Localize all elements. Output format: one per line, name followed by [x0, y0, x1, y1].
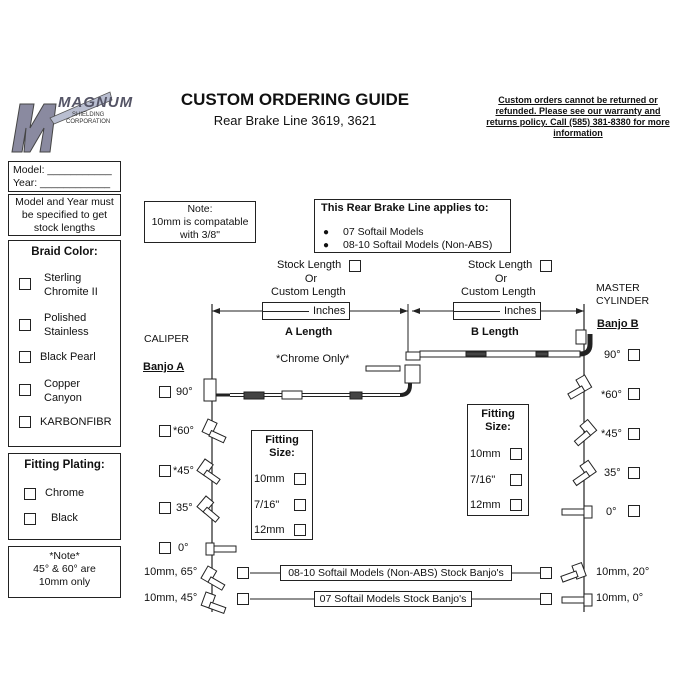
banjo-b-fittings — [560, 374, 598, 607]
banjo-a-0-checkbox[interactable] — [159, 542, 171, 554]
fitting-b-12mm-checkbox[interactable] — [510, 499, 522, 511]
model-year-note: Model and Year must be specified to get … — [8, 194, 121, 236]
chrome-only-note: *Chrome Only* — [276, 353, 350, 365]
fitting-b-10mm-checkbox[interactable] — [510, 448, 522, 460]
banjo-a-60-checkbox[interactable] — [159, 425, 171, 437]
b-length-label: B Length — [471, 326, 519, 338]
stock-row-1-right-checkbox[interactable] — [540, 567, 552, 579]
stock-row-2-label-box: 07 Softail Models Stock Banjo's — [314, 591, 472, 607]
stock-row-2-left: 10mm, 45° — [144, 592, 198, 604]
hose-b-drawing — [405, 329, 593, 361]
banjo-a-35-checkbox[interactable] — [159, 502, 171, 514]
model-field[interactable]: Model: ___________ — [13, 164, 112, 176]
a-length-label: A Length — [285, 326, 333, 338]
logo-line2: CORPORATION — [66, 119, 111, 125]
logo-wordmark: MAGNUM — [58, 94, 134, 111]
banjo-b-title: Banjo B — [597, 318, 639, 330]
stock-row-1-right: 10mm, 20° — [596, 566, 650, 578]
fitting-a-10mm-checkbox[interactable] — [294, 473, 306, 485]
stock-row-1-left: 10mm, 65° — [144, 566, 198, 578]
length-a-stock-checkbox[interactable] — [349, 260, 361, 272]
braid-copper-checkbox[interactable] — [19, 384, 31, 396]
fitting-size-a-panel: Fitting Size: 10mm 7/16" 12mm — [251, 430, 313, 540]
magnum-logo-icon — [11, 91, 113, 153]
caliper-label: CALIPER — [144, 333, 189, 345]
braid-black-pearl-checkbox[interactable] — [19, 351, 31, 363]
hose-a-drawing — [203, 364, 421, 402]
stock-row-1-left-checkbox[interactable] — [237, 567, 249, 579]
10mm-note: Note: 10mm is compatable with 3/8" — [144, 201, 256, 243]
stock-row-1-label-box: 08-10 Softail Models (Non-ABS) Stock Ban… — [280, 565, 512, 581]
fitting-plating-title: Fitting Plating: — [24, 459, 105, 471]
braid-polished-checkbox[interactable] — [19, 319, 31, 331]
plating-chrome-checkbox[interactable] — [24, 488, 36, 500]
fitting-size-b-panel: Fitting Size: 10mm 7/16" 12mm — [467, 404, 529, 516]
stock-row-2-right: 10mm, 0° — [596, 592, 644, 604]
banjo-b-45-checkbox[interactable] — [628, 428, 640, 440]
banjo-a-fittings — [196, 418, 237, 615]
banjo-a-90-checkbox[interactable] — [159, 386, 171, 398]
angle-note: *Note* 45° & 60° are 10mm only — [8, 546, 121, 598]
banjo-b-90-checkbox[interactable] — [628, 349, 640, 361]
master-label-2: CYLINDER — [596, 295, 650, 307]
fitting-plating-panel: Fitting Plating: Chrome Black — [8, 453, 121, 540]
banjo-b-35-checkbox[interactable] — [628, 467, 640, 479]
stock-row-2-left-checkbox[interactable] — [237, 593, 249, 605]
braid-color-panel: Braid Color: Sterling Chromite II Polish… — [8, 240, 121, 447]
braid-color-title: Braid Color: — [31, 246, 98, 258]
fitting-b-7-16-checkbox[interactable] — [510, 474, 522, 486]
applies-to-box: This Rear Brake Line applies to: ● 07 So… — [314, 199, 511, 253]
logo-line1: SHIELDING — [72, 112, 105, 118]
banjo-b-0-checkbox[interactable] — [628, 505, 640, 517]
braid-karbonfibr-checkbox[interactable] — [19, 416, 31, 428]
plating-black-checkbox[interactable] — [24, 513, 36, 525]
length-b-stock-checkbox[interactable] — [540, 260, 552, 272]
banjo-a-title: Banjo A — [143, 361, 185, 373]
length-b-input[interactable]: Inches — [453, 302, 541, 320]
braid-sterling-checkbox[interactable] — [19, 278, 31, 290]
length-a-input[interactable]: Inches — [262, 302, 350, 320]
fitting-a-12mm-checkbox[interactable] — [294, 524, 306, 536]
page-subtitle: Rear Brake Line 3619, 3621 — [213, 113, 377, 128]
stock-row-2-right-checkbox[interactable] — [540, 593, 552, 605]
model-year-box[interactable]: Model: ___________ Year: ____________ — [8, 161, 121, 192]
banjo-a-45-checkbox[interactable] — [159, 465, 171, 477]
year-field[interactable]: Year: ____________ — [13, 177, 111, 189]
fitting-a-7-16-checkbox[interactable] — [294, 499, 306, 511]
banjo-b-60-checkbox[interactable] — [628, 388, 640, 400]
page-title: CUSTOM ORDERING GUIDE — [180, 90, 410, 109]
applies-title: This Rear Brake Line applies to: — [321, 202, 489, 214]
master-label-1: MASTER — [596, 282, 640, 294]
